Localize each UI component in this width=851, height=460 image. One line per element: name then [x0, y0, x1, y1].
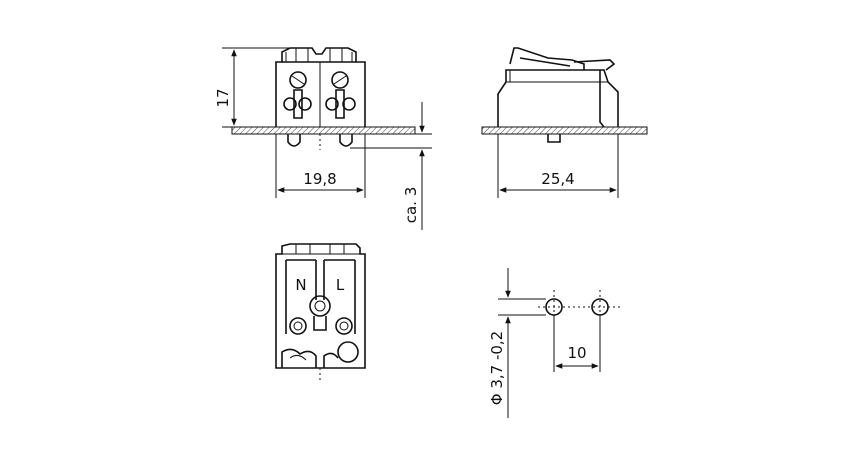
dim-height-label: 17: [214, 88, 232, 107]
bottom-view: N L: [275, 243, 366, 382]
dimension-height: 17: [214, 47, 290, 128]
dimension-hole-diameter: Φ 3,7 -0,2: [488, 268, 546, 418]
side-view: [481, 47, 648, 143]
dim-width-front-label: 19,8: [303, 170, 336, 188]
front-view: [231, 47, 416, 150]
mounting-plate-front: [231, 126, 416, 135]
mounting-plate-side: [481, 126, 648, 135]
hole-pattern: [538, 290, 622, 324]
dimension-width-side: 25,4: [497, 134, 619, 198]
dimension-depth: ca. 3: [350, 102, 432, 230]
dim-width-side-label: 25,4: [541, 170, 574, 188]
dimension-width-front: 19,8: [275, 134, 366, 198]
dim-depth-label: ca. 3: [402, 187, 420, 224]
dimension-pitch: 10: [553, 316, 601, 372]
label-live: L: [336, 276, 345, 294]
label-neutral: N: [295, 276, 306, 294]
dim-hole-diameter-label: Φ 3,7 -0,2: [488, 331, 506, 405]
dim-pitch-label: 10: [567, 344, 586, 362]
